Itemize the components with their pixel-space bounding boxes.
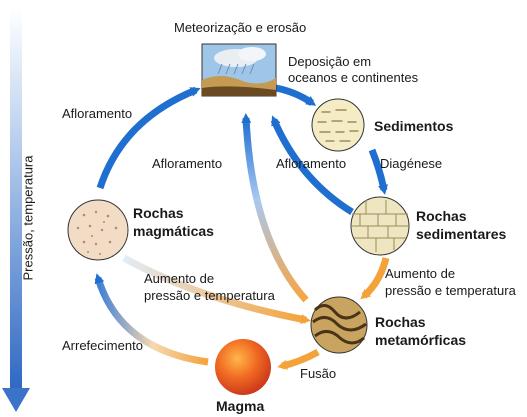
diagenesis-label: Diagénese [380, 156, 443, 171]
pressure-temperature-center-line1: Aumento de [144, 271, 215, 286]
deposition-label-line1: Deposição em [288, 54, 372, 69]
fusion-label: Fusão [300, 366, 337, 381]
magma-disc [215, 339, 271, 395]
metamorphic-rocks-label-line1: Rochas [375, 314, 426, 330]
pressure-temperature-axis-arrow [2, 8, 30, 412]
sedimentary-rocks-label-line2: sedimentares [416, 226, 507, 242]
cooling-arrow [94, 273, 209, 366]
sediments-label: Sedimentos [374, 118, 454, 134]
uplift-arrow-center [241, 113, 309, 303]
pressure-temperature-right-line2: pressão e temperatura [385, 283, 516, 298]
igneous-rocks-label-line1: Rochas [133, 205, 184, 221]
pressure-temperature-center-line2: pressão e temperatura [144, 288, 275, 303]
fusion-arrow [277, 348, 320, 370]
pressure-temperature-arrow-center [122, 254, 311, 324]
sedimentary-rocks-label-line1: Rochas [416, 208, 467, 224]
uplift-arrow-right [270, 115, 354, 215]
uplift-center-label: Afloramento [152, 156, 223, 171]
weathering-erosion-image [201, 43, 277, 97]
igneous-rocks-disc [67, 199, 129, 261]
igneous-rocks-label-line2: magmáticas [133, 223, 214, 239]
deposition-label-line2: oceanos e continentes [288, 70, 419, 85]
weathering-erosion-label: Meteorização e erosão [174, 20, 307, 35]
cooling-label: Arrefecimento [62, 338, 143, 353]
deposition-arrow [275, 84, 317, 106]
metamorphic-rocks-label-line2: metamórficas [375, 332, 467, 348]
diagenesis-arrow [368, 148, 388, 195]
pressure-temperature-right-line1: Aumento de [385, 266, 456, 281]
pressure-temperature-arrow-right [360, 257, 390, 300]
sedimentary-rocks-disc [350, 196, 410, 256]
axis-label: Pressão, temperatura [20, 155, 36, 281]
sediments-disc [311, 98, 365, 152]
metamorphic-rocks-disc [310, 296, 368, 354]
uplift-right-label: Afloramento [276, 156, 347, 171]
uplift-left-label: Afloramento [62, 106, 133, 121]
uplift-arrow-left [96, 86, 201, 190]
magma-label: Magma [216, 398, 265, 414]
